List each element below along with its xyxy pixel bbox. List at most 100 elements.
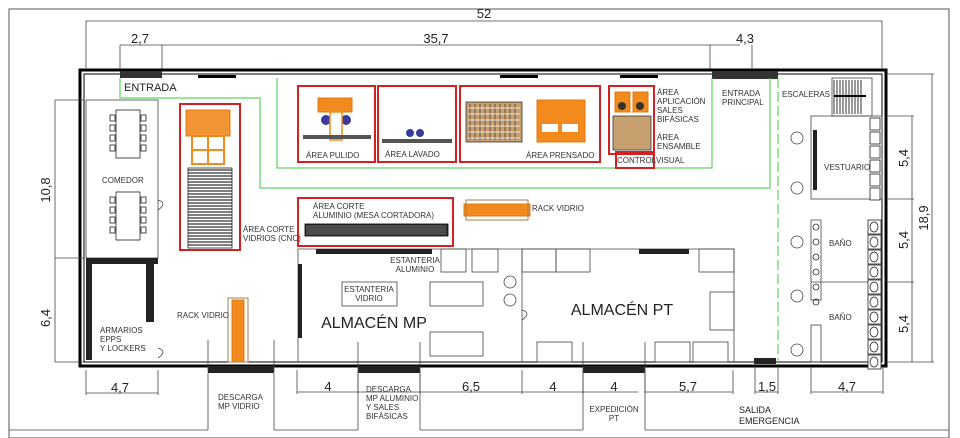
comedor-room: COMEDOR xyxy=(85,99,164,264)
label-area-lavado: ÁREA LAVADO xyxy=(385,150,440,159)
almacen-pt: ALMACÉN PT xyxy=(521,248,735,363)
sink-icon xyxy=(812,238,820,246)
dim-bottom-5: 4 xyxy=(610,379,617,394)
label-entrada-principal-2: PRINCIPAL xyxy=(722,98,764,107)
sink-icon xyxy=(812,268,820,276)
sink-icon xyxy=(812,283,820,291)
bano-2: BAÑO xyxy=(790,313,852,363)
label-aplicacion-2: APLICACIÓN xyxy=(657,97,706,106)
label-corte-vidrios-1: ÁREA CORTE xyxy=(243,225,294,234)
label-bano-2: BAÑO xyxy=(829,313,852,322)
label-corte-vidrios-2: VIDRIOS (CNC) xyxy=(243,234,301,243)
locker xyxy=(869,173,881,187)
locker xyxy=(869,187,881,201)
sink-icon xyxy=(812,298,820,306)
label-aplicacion-4: BIFÁSICAS xyxy=(657,115,699,124)
dining-table-1 xyxy=(115,109,141,159)
label-control-2: VISUAL xyxy=(656,156,685,165)
label-control-1: CONTROL xyxy=(617,156,657,165)
label-escaleras: ESCALERAS xyxy=(782,90,830,99)
dim-bottom-1: 4,7 xyxy=(111,380,129,395)
toilet-icon xyxy=(869,251,879,263)
label-armarios-2: EPPS xyxy=(100,335,121,344)
dim-entrada: 2,7 xyxy=(131,31,149,46)
right-dimensions: 5,4 5,4 5,4 18,9 xyxy=(886,73,934,363)
label-estanteria-aluminio-2: ALUMINIO xyxy=(396,265,435,274)
dim-bottom-4: 4 xyxy=(549,379,556,394)
dim-right-total: 18,9 xyxy=(916,205,931,230)
label-area-pulido: ÁREA PULIDO xyxy=(306,151,359,160)
toilet-icon xyxy=(869,281,879,293)
label-ensamble-1: ÁREA xyxy=(657,133,679,142)
label-descarga-alu-1: DESCARGA xyxy=(366,385,412,394)
locker xyxy=(869,131,881,145)
label-armarios-1: ARMARIOS xyxy=(100,326,143,335)
outer-walls xyxy=(78,68,888,368)
rack-vidrio-left: RACK VIDRIO xyxy=(177,297,249,363)
dim-bottom-7: 1,5 xyxy=(758,379,776,394)
cnc-bed xyxy=(187,167,233,249)
escaleras: ESCALERAS xyxy=(782,77,873,117)
dim-right-seg-3: 5,4 xyxy=(896,315,911,333)
toilet-icon xyxy=(869,326,879,338)
dim-entrada-principal: 4,3 xyxy=(736,31,754,46)
label-descarga-alu-4: BIFÁSICAS xyxy=(366,412,408,421)
locker xyxy=(869,117,881,131)
almacen-mp: ESTANTERIA VIDRIO ESTANTERIA ALUMINIO AL… xyxy=(297,248,523,362)
area-corte-aluminio: ÁREA CORTE ALUMINIO (MESA CORTADORA) xyxy=(297,197,454,247)
bottom-doors xyxy=(207,340,776,373)
label-bano-1: BAÑO xyxy=(829,239,852,248)
label-entrada: ENTRADA xyxy=(124,82,177,94)
dim-bottom-3: 6,5 xyxy=(462,379,480,394)
sink-icon xyxy=(812,253,820,261)
label-comedor: COMEDOR xyxy=(102,176,144,185)
dim-left-upper: 10,8 xyxy=(38,177,53,202)
label-rack-vidrio-top: RACK VIDRIO xyxy=(532,204,584,213)
locker xyxy=(869,145,881,159)
area-corte-vidrios: ÁREA CORTE VIDRIOS (CNC) xyxy=(179,103,301,251)
label-expedicion-2: PT xyxy=(609,414,619,423)
vestuario: VESTUARIO xyxy=(790,115,883,201)
label-descarga-alu-3: Y SALES xyxy=(366,403,399,412)
rack-vidrio-top: RACK VIDRIO xyxy=(463,199,584,221)
area-pulido: ÁREA PULIDO xyxy=(297,85,376,163)
dim-right-seg-2: 5,4 xyxy=(896,231,911,249)
label-expedicion-1: EXPEDICIÓN xyxy=(589,405,639,414)
label-aplicacion-3: SALES xyxy=(657,106,683,115)
drawing-frame xyxy=(8,8,950,438)
label-descarga-vidrio-1: DESCARGA xyxy=(218,393,264,402)
label-armarios-3: Y LOCKERS xyxy=(100,344,146,353)
label-aplicacion-1: ÁREA xyxy=(657,88,679,97)
label-salida-2: EMERGENCIA xyxy=(739,416,800,426)
bottom-dimensions: 4,7 4 6,5 4 4 5,7 1,5 4,7 xyxy=(9,366,949,431)
label-salida-1: SALIDA xyxy=(739,405,771,415)
toilets xyxy=(812,219,882,370)
label-descarga-alu-2: MP ALUMINIO xyxy=(366,394,418,403)
label-almacen-pt: ALMACÉN PT xyxy=(571,300,673,319)
dim-left-lower: 6,4 xyxy=(38,309,53,327)
dining-table-2 xyxy=(115,191,141,241)
toilet-icon xyxy=(869,296,879,308)
label-rack-vidrio-left: RACK VIDRIO xyxy=(177,311,229,320)
label-area-prensado: ÁREA PRENSADO xyxy=(526,151,594,160)
locker xyxy=(869,159,881,173)
dim-bottom-2: 4 xyxy=(324,379,331,394)
label-estanteria-aluminio-1: ESTANTERIA xyxy=(390,256,440,265)
sink-icon xyxy=(812,223,820,231)
toilet-icon xyxy=(869,221,879,233)
flow-path xyxy=(119,78,779,362)
top-dimensions: 52 2,7 35,7 4,3 xyxy=(85,6,883,70)
lockers-room: ARMARIOS EPPS Y LOCKERS xyxy=(86,264,164,360)
dim-bottom-6: 5,7 xyxy=(679,379,697,394)
toilet-icon xyxy=(869,266,879,278)
dim-right-seg-1: 5,4 xyxy=(896,149,911,167)
label-entrada-principal-1: ENTRADA xyxy=(722,89,761,98)
label-estanteria-vidrio-1: ESTANTERIA xyxy=(344,285,394,294)
toilet-icon xyxy=(869,236,879,248)
label-estanteria-vidrio-2: VIDRIO xyxy=(355,294,383,303)
label-vestuario: VESTUARIO xyxy=(824,163,870,172)
dim-middle: 35,7 xyxy=(423,31,448,46)
toilet-icon xyxy=(869,356,879,368)
dim-total-width: 52 xyxy=(477,6,491,21)
